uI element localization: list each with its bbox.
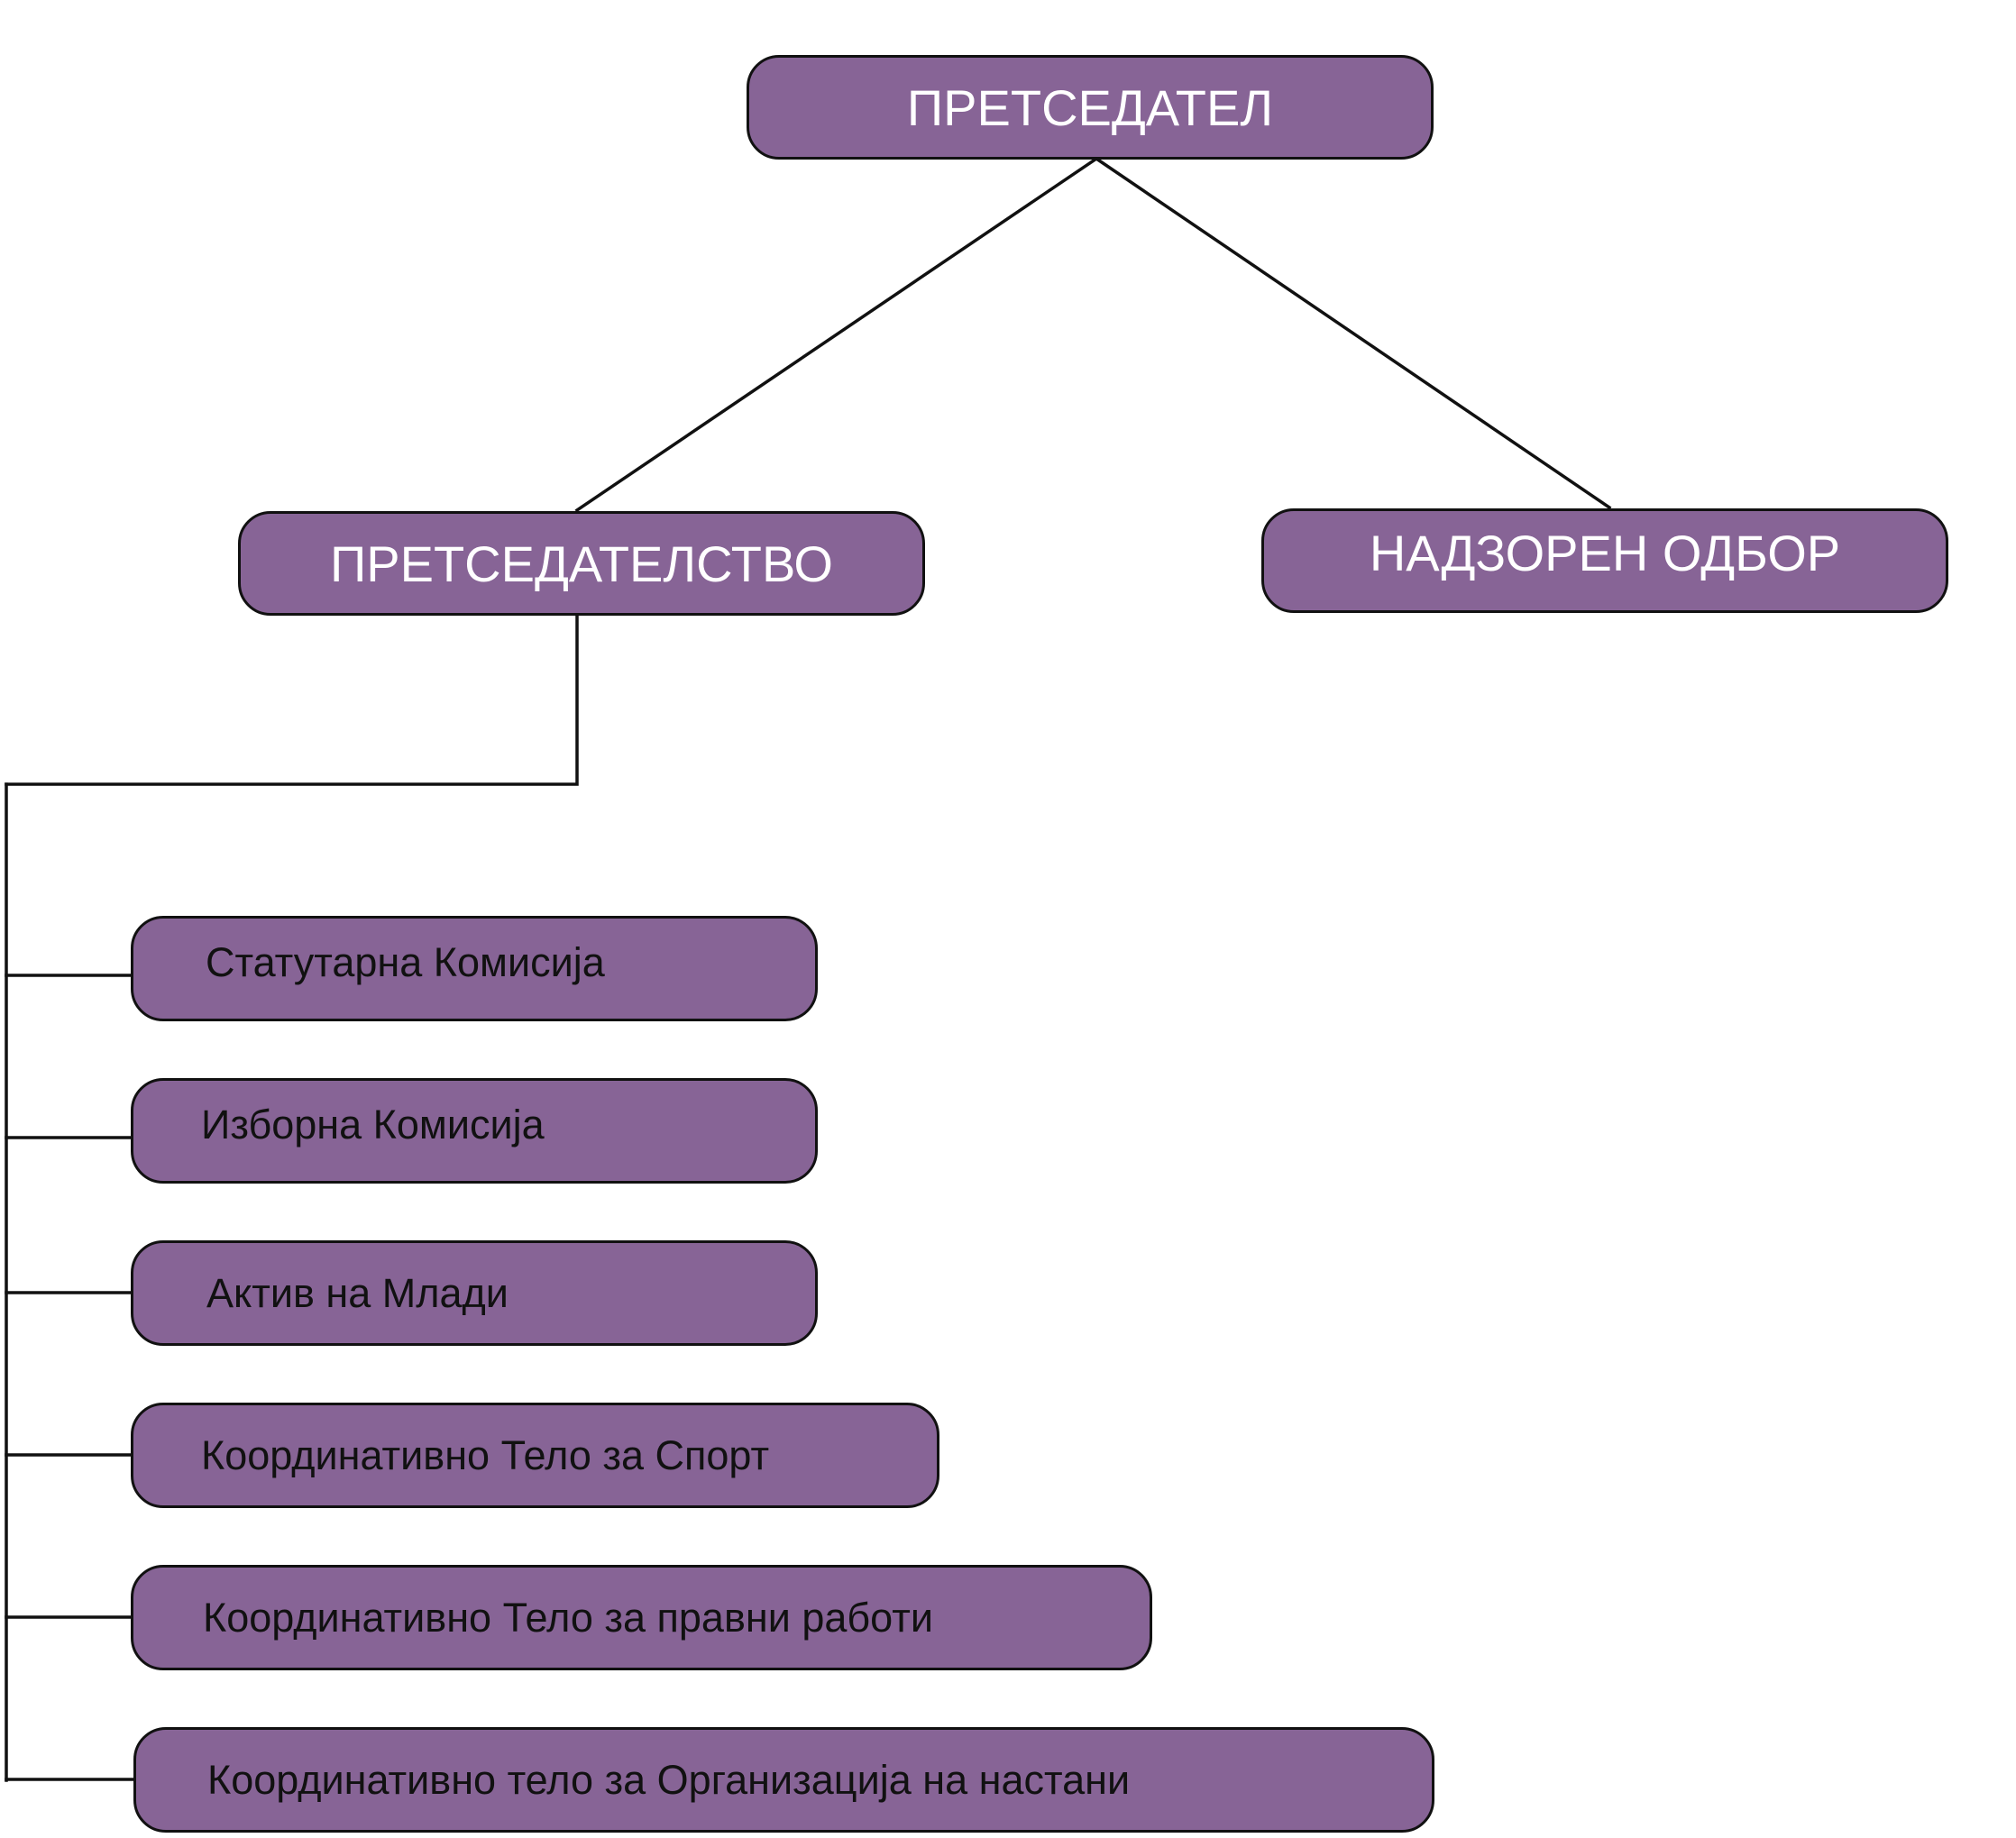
node-events-body-label: Координативно тело за Организација на на… (207, 1756, 1131, 1803)
node-election-commission: Изборна Комисија (131, 1078, 818, 1184)
node-youth-active-label: Актив на Млади (206, 1269, 509, 1316)
connector-presidency-to-trunk (5, 613, 579, 786)
node-supervisory-board-label: НАДЗОРЕН ОДБОР (1369, 525, 1841, 581)
node-presidency: ПРЕТСЕДАТЕЛСТВО (238, 511, 925, 616)
node-supervisory-board: НАДЗОРЕН ОДБОР (1261, 508, 1948, 613)
connector-root-to-presidency (574, 156, 1099, 513)
node-legal-body-label: Координативно Тело за правни работи (203, 1594, 933, 1641)
node-youth-active: Актив на Млади (131, 1240, 818, 1346)
node-statute-commission-label: Статутарна Комисија (206, 938, 605, 985)
node-statute-commission: Статутарна Комисија (131, 916, 818, 1021)
node-legal-body: Координативно Тело за правни работи (131, 1565, 1152, 1670)
node-presidency-label: ПРЕТСЕДАТЕЛСТВО (329, 535, 833, 592)
node-events-body: Координативно тело за Организација на на… (133, 1727, 1434, 1833)
node-sport-body-label: Координативно Тело за Спорт (201, 1431, 770, 1478)
node-election-commission-label: Изборна Комисија (201, 1101, 545, 1148)
node-sport-body: Координативно Тело за Спорт (131, 1403, 939, 1508)
connector-root-to-supervisory-board (1094, 156, 1612, 510)
node-president-label: ПРЕТСЕДАТЕЛ (906, 78, 1274, 136)
node-president: ПРЕТСЕДАТЕЛ (747, 55, 1434, 160)
